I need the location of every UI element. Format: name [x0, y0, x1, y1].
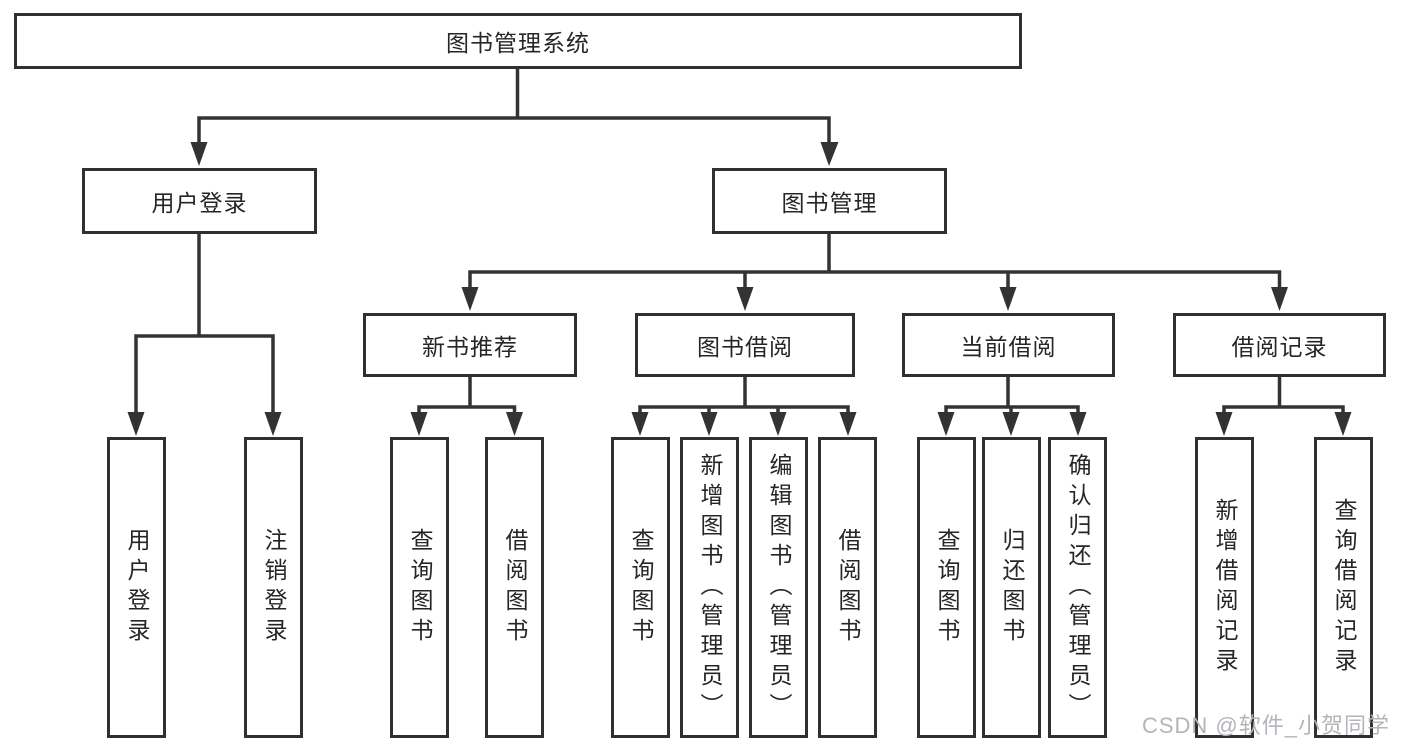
- node-leaf-borrow-books-recommend-label: 借阅图书: [502, 527, 528, 648]
- node-book-management-label: 图书管理: [781, 190, 878, 216]
- node-root: 图书管理系统: [14, 13, 1022, 69]
- node-leaf-query-books-recommend-label: 查询图书: [407, 527, 433, 648]
- connector-root-to-level2: [190, 67, 839, 166]
- node-new-book-recommend: 新书推荐: [363, 313, 577, 377]
- node-leaf-return-book: 归还图书: [982, 437, 1041, 738]
- node-leaf-user-login: 用户登录: [107, 437, 166, 738]
- node-leaf-user-login-label: 用户登录: [124, 527, 150, 648]
- node-book-management: 图书管理: [712, 168, 947, 234]
- node-leaf-query-books-current-label: 查询图书: [934, 527, 960, 648]
- node-leaf-logout-label: 注销登录: [261, 527, 287, 648]
- node-leaf-query-books-recommend: 查询图书: [390, 437, 449, 738]
- connector-book-management-branch: [461, 233, 1288, 311]
- connector-borrow-records-branch: [1215, 376, 1352, 436]
- node-leaf-add-book-admin-label: 新增图书（管理员）: [697, 452, 723, 723]
- node-leaf-return-book-label: 归还图书: [999, 527, 1025, 648]
- node-leaf-borrow-books-recommend: 借阅图书: [485, 437, 544, 738]
- connector-book-borrow-branch: [631, 376, 857, 436]
- csdn-watermark: CSDN @软件_小贺同学: [1141, 713, 1390, 738]
- node-leaf-logout: 注销登录: [244, 437, 303, 738]
- node-current-borrow-label: 当前借阅: [960, 334, 1057, 360]
- node-leaf-add-borrow-record: 新增借阅记录: [1195, 437, 1254, 738]
- connector-new-book-recommend-branch: [410, 376, 523, 436]
- node-leaf-query-borrow-record: 查询借阅记录: [1314, 437, 1373, 738]
- connector-user-login-branch: [127, 233, 282, 436]
- node-leaf-borrow-books-label: 借阅图书: [835, 527, 861, 648]
- node-leaf-confirm-return-admin: 确认归还（管理员）: [1048, 437, 1107, 738]
- node-leaf-add-book-admin: 新增图书（管理员）: [680, 437, 739, 738]
- node-borrow-records: 借阅记录: [1173, 313, 1386, 377]
- node-leaf-query-books-borrow-label: 查询图书: [628, 527, 654, 648]
- node-leaf-query-borrow-record-label: 查询借阅记录: [1331, 497, 1357, 678]
- node-leaf-edit-book-admin: 编辑图书（管理员）: [749, 437, 808, 738]
- node-new-book-recommend-label: 新书推荐: [422, 334, 518, 360]
- node-leaf-borrow-books: 借阅图书: [818, 437, 877, 738]
- node-user-login-label: 用户登录: [151, 190, 248, 216]
- node-leaf-confirm-return-admin-label: 确认归还（管理员）: [1065, 452, 1091, 723]
- node-user-login: 用户登录: [82, 168, 317, 234]
- node-leaf-query-books-current: 查询图书: [917, 437, 976, 738]
- connector-current-borrow-branch: [937, 376, 1087, 436]
- node-leaf-edit-book-admin-label: 编辑图书（管理员）: [766, 452, 792, 723]
- node-book-borrow: 图书借阅: [635, 313, 855, 377]
- node-current-borrow: 当前借阅: [902, 313, 1115, 377]
- node-leaf-add-borrow-record-label: 新增借阅记录: [1212, 497, 1238, 678]
- node-root-label: 图书管理系统: [446, 30, 590, 56]
- node-leaf-query-books-borrow: 查询图书: [611, 437, 670, 738]
- node-borrow-records-label: 借阅记录: [1231, 334, 1328, 360]
- node-book-borrow-label: 图书借阅: [697, 334, 793, 360]
